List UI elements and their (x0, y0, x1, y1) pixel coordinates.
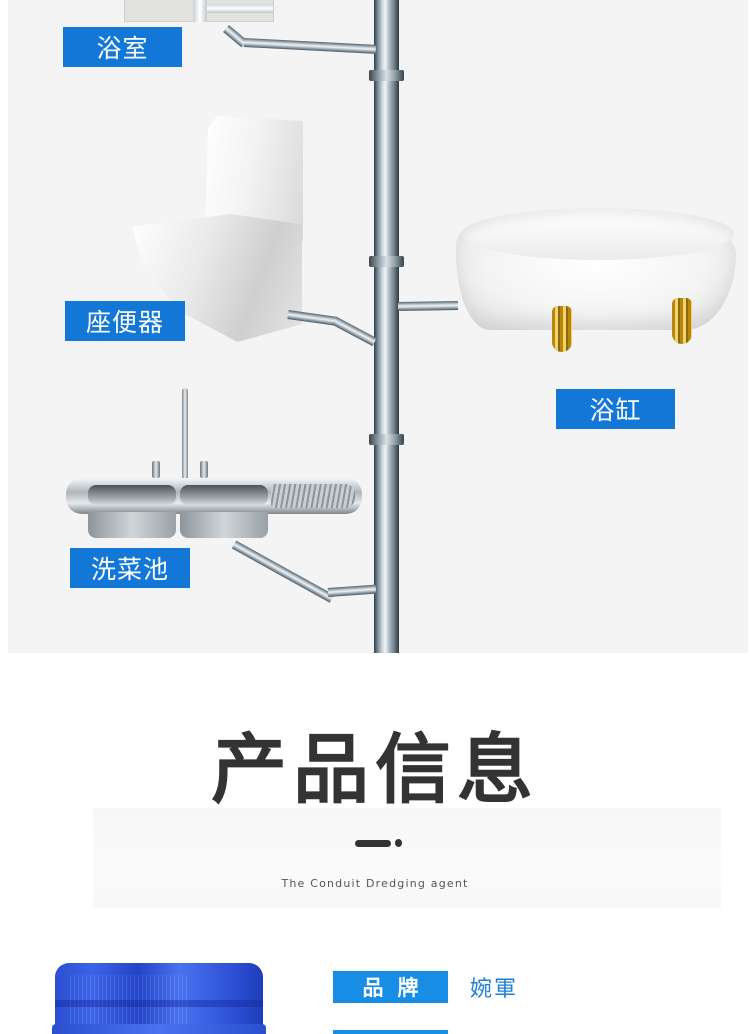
info-key-brand: 品牌 (333, 971, 448, 1003)
sink-drainboard (271, 484, 355, 508)
bathtub-branch-pipe (397, 300, 459, 311)
bathroom-branch-pipe (243, 38, 377, 54)
kitchen-sink-image (66, 478, 362, 540)
info-key-next-row (333, 1030, 448, 1034)
main-drain-pipe (374, 0, 399, 653)
faucet-knob (200, 461, 208, 478)
bottle-cap-lip (52, 1024, 266, 1034)
pipe-collar (369, 256, 404, 267)
label-toilet: 座便器 (65, 301, 185, 341)
basin-arm-pipe (207, 4, 273, 13)
bathtub-rim (462, 208, 734, 260)
sink-branch-pipe (231, 540, 335, 603)
toilet-branch-pipe (331, 316, 377, 347)
sink-branch-pipe (327, 584, 377, 597)
bathtub-claw-foot (552, 306, 572, 352)
divider-dot (395, 839, 402, 847)
bathtub-image (456, 208, 736, 352)
faucet-image (182, 388, 188, 480)
divider-dash (355, 840, 391, 847)
title-backdrop (93, 808, 721, 908)
pipe-collar (369, 434, 404, 445)
basin-trap-pipe (193, 0, 207, 22)
label-bathroom: 浴室 (63, 27, 182, 67)
section-subtitle: The Conduit Dredging agent (281, 877, 469, 890)
product-bottle-cap-image (55, 963, 263, 1034)
sink-bowl (88, 485, 176, 505)
pipe-collar (369, 70, 404, 81)
sink-basin-underside (180, 512, 268, 538)
label-bathtub: 浴缸 (556, 389, 675, 429)
sink-bowl (180, 485, 268, 505)
section-title: 产品信息 (211, 725, 539, 814)
info-row-brand: 品牌 婉軍 (333, 971, 518, 1003)
info-value-brand: 婉軍 (470, 977, 519, 1002)
bottle-cap-band (55, 1000, 263, 1007)
sink-basin-underside (88, 512, 176, 538)
drainage-diagram: 浴室 座便器 浴缸 洗菜池 (8, 0, 748, 653)
bathtub-claw-foot (672, 298, 692, 344)
faucet-knob (152, 461, 160, 478)
label-kitchen-sink: 洗菜池 (70, 548, 190, 588)
